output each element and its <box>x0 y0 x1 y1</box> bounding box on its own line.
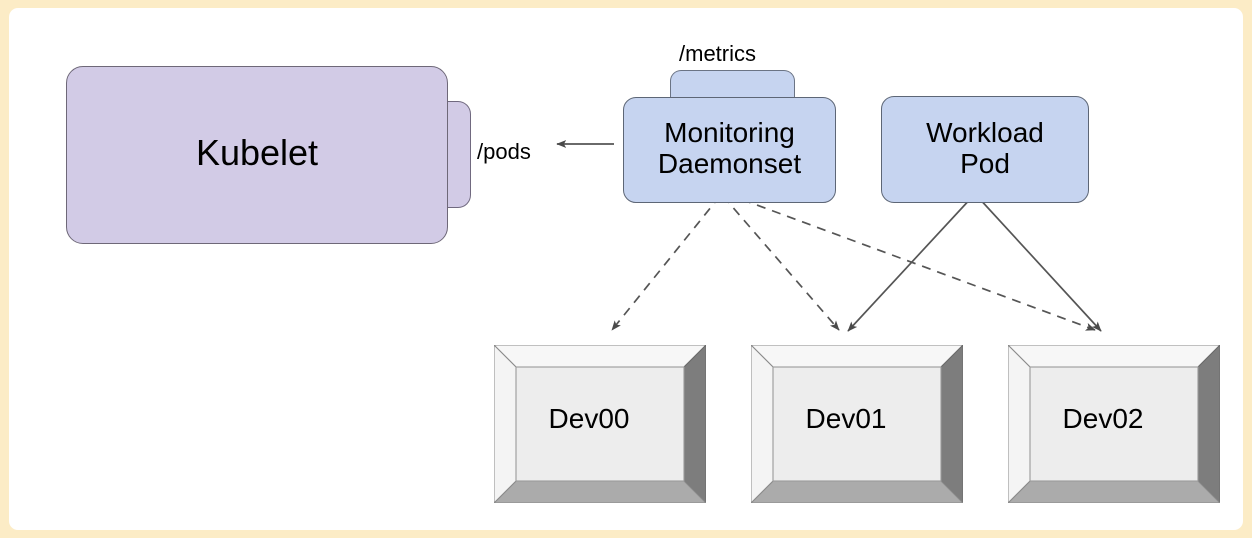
diagram-canvas: Kubelet /pods /metrics Monitoring Daemon… <box>9 8 1243 530</box>
metrics-endpoint-label: /metrics <box>679 41 756 66</box>
node-kubelet-label: Kubelet <box>195 132 319 173</box>
connector-daemonset-to-dev02 <box>726 193 1096 331</box>
device-box-shape <box>751 345 963 503</box>
pods-endpoint-label: /pods <box>477 139 531 164</box>
node-device-dev02[interactable]: Dev02 <box>1008 345 1220 503</box>
node-kubelet[interactable]: Kubelet <box>66 66 448 244</box>
connector-workload-to-dev01 <box>847 195 974 332</box>
device-box-shape <box>1008 345 1220 503</box>
node-monitoring-daemonset[interactable]: Monitoring Daemonset <box>623 97 836 203</box>
connector-daemonset-to-dev00 <box>611 195 721 331</box>
node-device-dev00[interactable]: Dev00 <box>494 345 706 503</box>
node-monitoring-daemonset-label: Monitoring Daemonset <box>657 117 802 180</box>
connector-workload-to-dev02 <box>976 195 1102 332</box>
node-workload-pod-label: Workload Pod <box>926 117 1044 180</box>
device-box-shape <box>494 345 706 503</box>
connector-daemonset-to-dev01 <box>722 195 840 331</box>
node-workload-pod[interactable]: Workload Pod <box>881 96 1089 203</box>
node-device-dev01[interactable]: Dev01 <box>751 345 963 503</box>
